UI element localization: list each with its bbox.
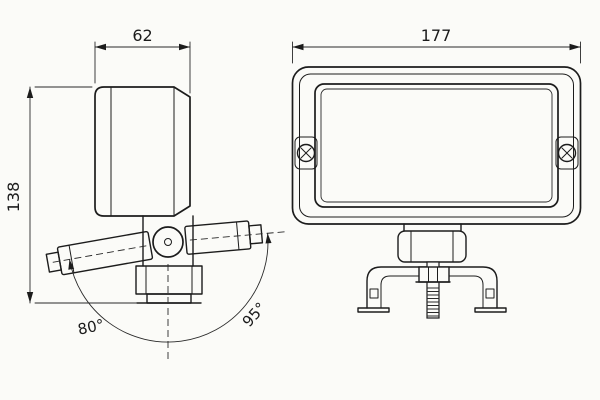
screw-left [294,136,318,170]
bolt-nut [418,266,450,283]
ray-right [189,231,286,241]
lens-outline [314,83,559,208]
dim-label-front-width: 177 [421,26,452,45]
front-inner-frame [299,73,574,218]
slot-right [485,288,495,299]
side-bracket [135,215,203,304]
mounting-bolt [415,261,451,319]
tilt-angle-indicator: 80° 95° [51,231,286,360]
angle-arc [69,232,269,343]
bolt-threads [426,287,440,317]
front-outline [291,66,582,225]
arrow-right-icon [569,43,581,51]
arc-arrow-left-icon [68,259,75,270]
arrow-up-icon [26,87,34,98]
angle-label-right: 95° [239,299,270,331]
side-view [45,86,264,304]
slot-left [369,288,379,299]
arrow-left-icon [95,43,106,51]
screw-right [555,136,579,170]
dimension-side-width: 62 [94,26,191,94]
arc-arrow-right-icon [265,233,272,244]
dimension-front-width: 177 [292,26,581,64]
foot-plate-right [474,307,507,313]
pivot-circle [152,226,184,258]
dimension-height: 138 [4,86,145,304]
dim-label-height: 138 [4,182,23,213]
front-view [291,66,582,319]
arrow-down-icon [26,292,34,303]
arrow-left-icon [292,43,304,51]
ray-left [51,245,147,263]
arrow-right-icon [179,43,190,51]
lens-inner-line [320,88,553,203]
foot-plate-left [357,307,390,313]
front-mounting-bracket [357,223,507,319]
housing-outline [94,86,191,217]
base-foot [146,293,192,304]
pivot-center [164,238,172,246]
angle-label-left: 80° [76,316,106,339]
dim-label-side-width: 62 [132,26,152,45]
pivot-block [397,230,467,263]
